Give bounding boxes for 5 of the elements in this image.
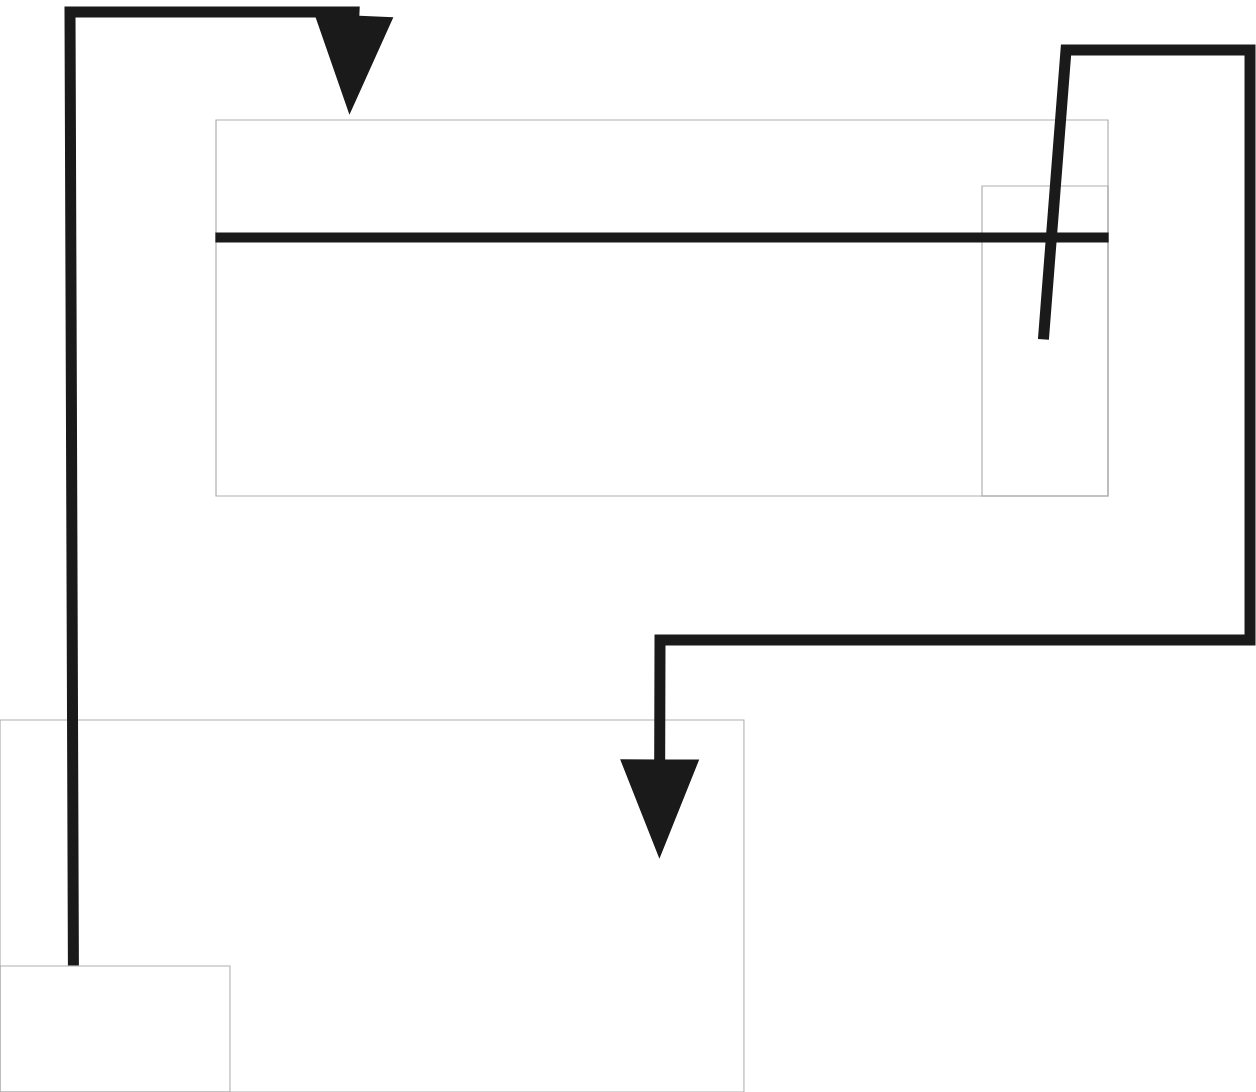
panel-box	[0, 719, 745, 1092]
panel-box	[0, 965, 231, 1092]
panel-box	[215, 119, 1109, 497]
panel-box	[981, 185, 1109, 497]
arrow	[64, 6, 394, 966]
